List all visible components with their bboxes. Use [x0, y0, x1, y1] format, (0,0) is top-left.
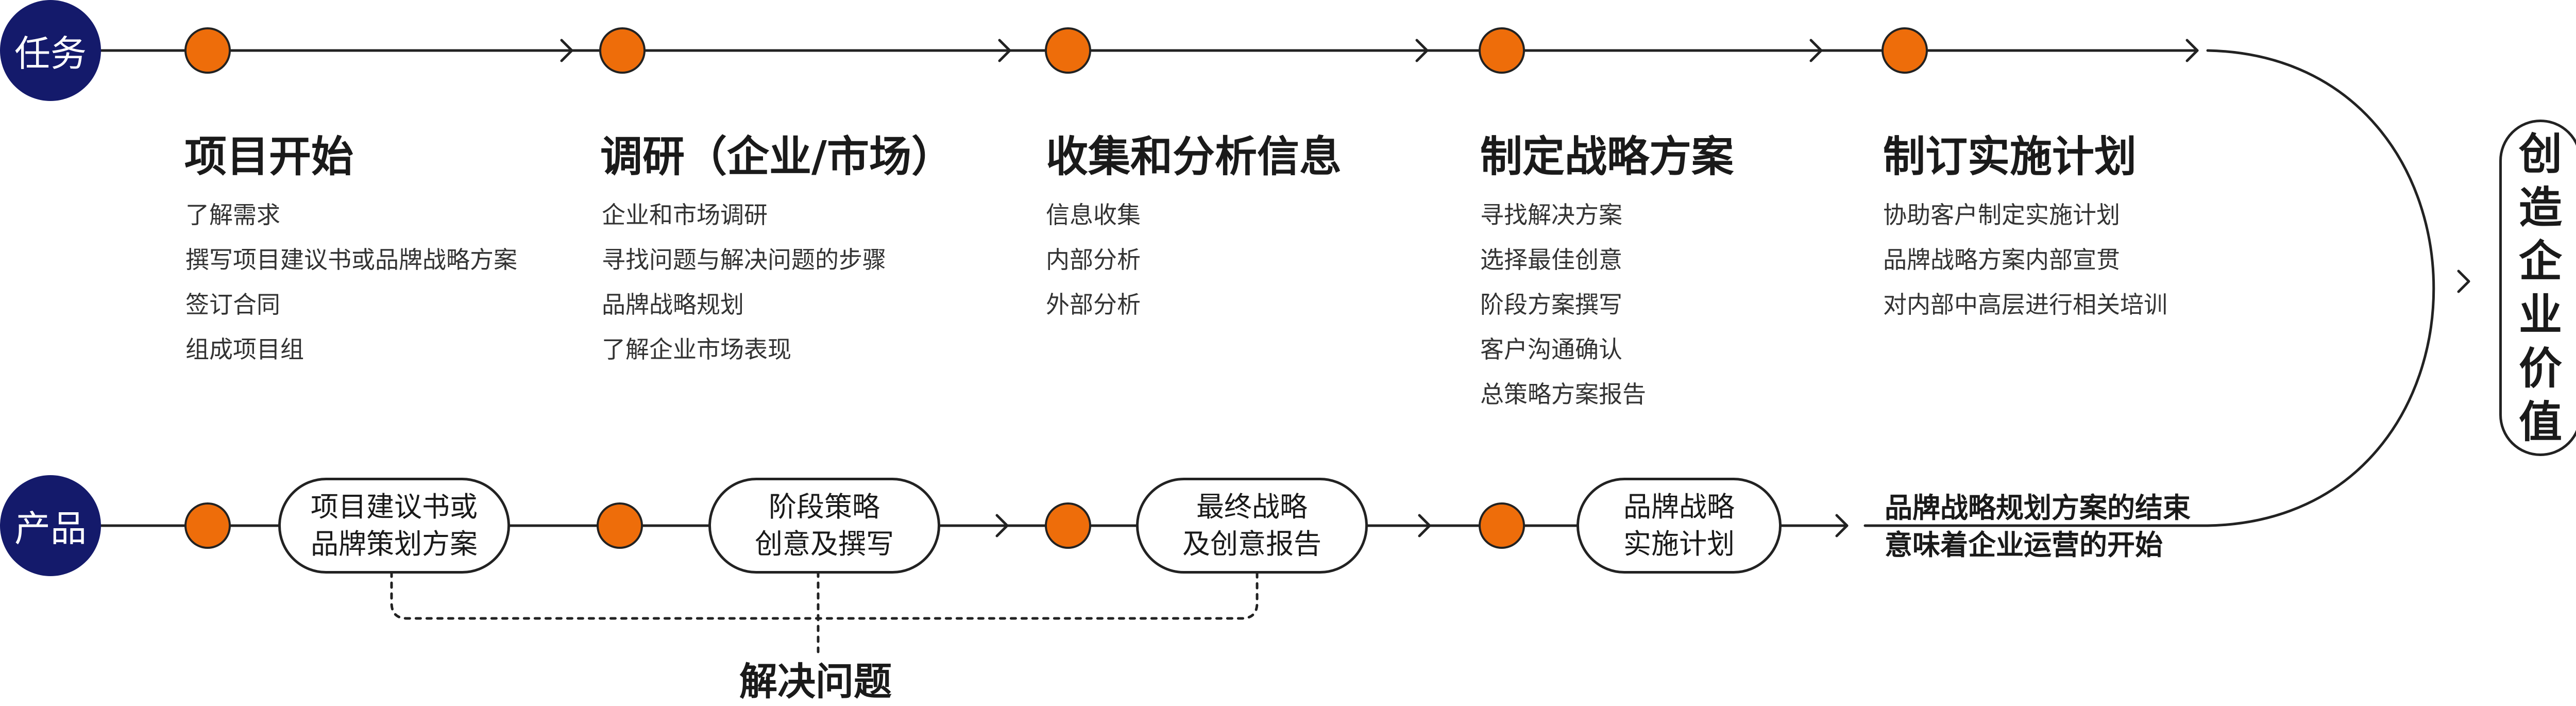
product-pill-line: 创意及撰写	[755, 528, 894, 560]
stage-item: 组成项目组	[185, 335, 304, 363]
task-node-1	[184, 27, 231, 74]
stage-item: 信息收集	[1046, 201, 1141, 229]
stage-item: 外部分析	[1046, 291, 1141, 318]
end-note-line: 品牌战略规划方案的结束	[1885, 492, 2191, 524]
value-char: 企	[2518, 236, 2562, 287]
task-node-4	[1479, 27, 1525, 74]
product-node-3	[1045, 502, 1091, 549]
end-note: 品牌战略规划方案的结束 意味着企业运营的开始	[1885, 490, 2191, 564]
task-node-5	[1882, 27, 1928, 74]
value-char: 值	[2518, 396, 2562, 447]
product-pill-line: 阶段策略	[769, 491, 880, 523]
task-node-2	[599, 27, 646, 74]
stage-item: 客户沟通确认	[1480, 335, 1622, 363]
stage-item: 签订合同	[185, 291, 280, 318]
product-pill-line: 品牌战略	[1623, 491, 1735, 523]
stage-item: 了解企业市场表现	[602, 335, 791, 363]
product-pill-line: 及创意报告	[1182, 528, 1321, 560]
stage-items-1: 了解需求 撰写项目建议书或品牌战略方案 签订合同 组成项目组	[185, 193, 517, 372]
stage-title-3: 收集和分析信息	[1046, 132, 1342, 181]
end-note-line: 意味着企业运营的开始	[1885, 529, 2163, 561]
stage-item: 品牌战略方案内部宣贯	[1883, 246, 2120, 274]
product-pill-line: 最终战略	[1196, 491, 1308, 523]
value-char: 业	[2518, 289, 2562, 340]
product-row-badge: 产品	[0, 475, 101, 576]
product-pill-2: 阶段策略 创意及撰写	[708, 478, 940, 574]
value-char: 创	[2518, 128, 2562, 179]
stage-item: 寻找解决方案	[1480, 201, 1622, 229]
value-char: 价	[2518, 343, 2562, 394]
stage-item: 品牌战略规划	[602, 291, 744, 318]
stage-item: 选择最佳创意	[1480, 246, 1622, 274]
stage-item: 对内部中高层进行相关培训	[1883, 291, 2167, 318]
stage-item: 总策略方案报告	[1480, 380, 1646, 408]
stage-item: 寻找问题与解决问题的步骤	[602, 246, 886, 274]
stage-title-2: 调研（企业/市场）	[600, 132, 954, 181]
product-node-2	[597, 502, 643, 549]
solve-problem-label: 解决问题	[739, 660, 892, 704]
task-row-badge: 任务	[0, 0, 101, 101]
product-pill-line: 实施计划	[1623, 528, 1735, 560]
product-pill-4: 品牌战略 实施计划	[1577, 478, 1782, 574]
stage-item: 了解需求	[185, 201, 280, 229]
stage-item: 内部分析	[1046, 246, 1141, 274]
stage-items-4: 寻找解决方案 选择最佳创意 阶段方案撰写 客户沟通确认 总策略方案报告	[1480, 193, 1646, 417]
product-node-4	[1479, 502, 1525, 549]
stage-title-4: 制定战略方案	[1480, 132, 1734, 181]
stage-items-3: 信息收集 内部分析 外部分析	[1046, 193, 1141, 327]
task-node-3	[1045, 27, 1091, 74]
product-pill-1: 项目建议书或 品牌策划方案	[278, 478, 510, 574]
stage-items-5: 协助客户制定实施计划 品牌战略方案内部宣贯 对内部中高层进行相关培训	[1883, 193, 2167, 327]
stage-title-1: 项目开始	[184, 132, 354, 181]
stage-item: 阶段方案撰写	[1480, 291, 1622, 318]
product-pill-3: 最终战略 及创意报告	[1136, 478, 1368, 574]
product-pill-line: 品牌策划方案	[311, 528, 478, 560]
stage-items-2: 企业和市场调研 寻找问题与解决问题的步骤 品牌战略规划 了解企业市场表现	[602, 193, 886, 372]
product-pill-line: 项目建议书或	[311, 491, 478, 523]
value-box: 创 造 企 业 价 值	[2499, 120, 2576, 456]
value-char: 造	[2518, 182, 2562, 233]
stage-item: 企业和市场调研	[602, 201, 768, 229]
product-node-1	[184, 502, 231, 549]
stage-item: 协助客户制定实施计划	[1883, 201, 2120, 229]
stage-item: 撰写项目建议书或品牌战略方案	[185, 246, 517, 274]
stage-title-5: 制订实施计划	[1883, 132, 2137, 181]
